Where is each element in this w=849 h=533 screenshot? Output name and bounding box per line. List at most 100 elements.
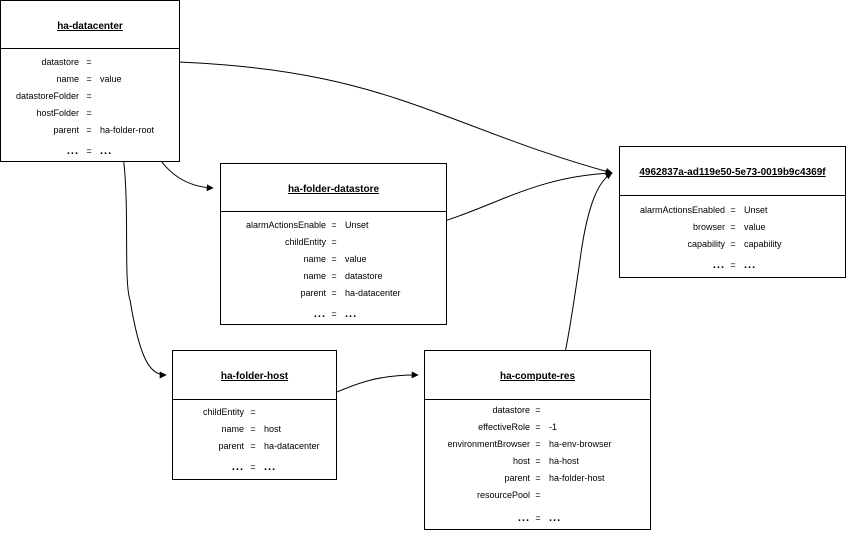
- box-title: ha-compute-res: [499, 371, 575, 382]
- box-divider: [221, 211, 446, 212]
- prop-equals: =: [730, 260, 736, 270]
- prop-equals: =: [331, 288, 337, 298]
- prop-value: ha-folder-root: [100, 125, 155, 135]
- prop-row: parent = ha-datacenter: [173, 438, 336, 454]
- prop-equals: =: [535, 422, 541, 432]
- prop-value: ha-datacenter: [264, 441, 320, 451]
- prop-key: parent: [504, 473, 530, 483]
- prop-key: ...: [66, 145, 79, 157]
- prop-key: browser: [692, 222, 725, 232]
- prop-equals: =: [250, 424, 256, 434]
- prop-value: datastore: [345, 271, 383, 281]
- prop-key: host: [512, 456, 530, 466]
- prop-key: capability: [687, 239, 725, 249]
- box-title: 4962837a-ad119e50-5e73-0019b9c4369f: [639, 167, 826, 178]
- prop-key: parent: [53, 125, 79, 135]
- prop-key: name: [56, 74, 79, 84]
- prop-equals: =: [730, 205, 736, 215]
- prop-key: name: [221, 424, 244, 434]
- box-title: ha-datacenter: [57, 21, 123, 32]
- prop-key: ...: [231, 461, 244, 473]
- prop-value: ha-folder-host: [549, 473, 605, 483]
- prop-row: effectiveRole = -1: [425, 419, 650, 435]
- prop-equals: =: [331, 220, 337, 230]
- prop-key: alarmActionsEnable: [245, 220, 326, 230]
- prop-value: ...: [549, 512, 562, 524]
- prop-equals: =: [331, 237, 337, 247]
- prop-value: value: [100, 74, 122, 84]
- prop-row: alarmActionsEnabled = Unset: [620, 202, 845, 218]
- box-ha-folder-host: ha-folder-host childEntity = name = host…: [172, 350, 337, 480]
- prop-row: datastoreFolder =: [1, 88, 179, 104]
- prop-key: datastoreFolder: [15, 91, 79, 101]
- prop-key: parent: [300, 288, 326, 298]
- box-title: ha-folder-datastore: [287, 184, 380, 195]
- prop-row: ... = ...: [173, 459, 336, 475]
- prop-row: datastore =: [1, 54, 179, 70]
- prop-row: childEntity =: [221, 234, 446, 250]
- prop-value: host: [264, 424, 282, 434]
- prop-value: ha-datacenter: [345, 288, 401, 298]
- prop-equals: =: [250, 462, 256, 472]
- prop-value: -1: [549, 422, 558, 432]
- prop-equals: =: [535, 439, 541, 449]
- prop-key: hostFolder: [36, 108, 79, 118]
- prop-equals: =: [331, 254, 337, 264]
- prop-key: environmentBrowser: [447, 439, 530, 449]
- box-divider: [173, 399, 336, 400]
- prop-equals: =: [535, 473, 541, 483]
- prop-value: value: [744, 222, 766, 232]
- prop-row: host = ha-host: [425, 453, 650, 469]
- prop-row: browser = value: [620, 219, 845, 235]
- prop-equals: =: [86, 146, 92, 156]
- prop-key: childEntity: [202, 407, 244, 417]
- prop-equals: =: [86, 91, 92, 101]
- box-title: ha-folder-host: [220, 371, 289, 382]
- prop-equals: =: [730, 239, 736, 249]
- prop-equals: =: [86, 125, 92, 135]
- prop-equals: =: [250, 407, 256, 417]
- box-ha-compute-res: ha-compute-res datastore = effectiveRole…: [424, 350, 651, 530]
- box-datastore-object: 4962837a-ad119e50-5e73-0019b9c4369f alar…: [619, 146, 846, 278]
- box-ha-datacenter: ha-datacenter datastore = name = value d…: [0, 0, 180, 162]
- prop-key: childEntity: [284, 237, 326, 247]
- prop-key: parent: [218, 441, 244, 451]
- prop-value: ...: [100, 145, 113, 157]
- prop-key: alarmActionsEnabled: [639, 205, 725, 215]
- prop-value: Unset: [345, 220, 369, 230]
- prop-row: name = datastore: [221, 268, 446, 284]
- prop-row: parent = ha-datacenter: [221, 285, 446, 301]
- prop-equals: =: [535, 456, 541, 466]
- prop-value: ...: [744, 259, 757, 271]
- prop-row: ... = ...: [1, 143, 179, 159]
- prop-row: name = value: [221, 251, 446, 267]
- prop-row: ... = ...: [425, 510, 650, 526]
- prop-row: parent = ha-folder-host: [425, 470, 650, 486]
- prop-equals: =: [331, 271, 337, 281]
- prop-key: datastore: [492, 405, 530, 415]
- prop-equals: =: [535, 490, 541, 500]
- prop-row: name = host: [173, 421, 336, 437]
- prop-row: alarmActionsEnable = Unset: [221, 217, 446, 233]
- prop-key: datastore: [41, 57, 79, 67]
- prop-key: effectiveRole: [478, 422, 530, 432]
- prop-row: datastore =: [425, 402, 650, 418]
- prop-key: ...: [712, 259, 725, 271]
- prop-key: ...: [313, 308, 326, 320]
- prop-value: value: [345, 254, 367, 264]
- prop-row: ... = ...: [620, 257, 845, 273]
- prop-value: ha-host: [549, 456, 580, 466]
- prop-row: capability = capability: [620, 236, 845, 252]
- prop-value: ha-env-browser: [549, 439, 612, 449]
- prop-row: ... = ...: [221, 306, 446, 322]
- prop-key: resourcePool: [476, 490, 530, 500]
- box-divider: [1, 48, 179, 49]
- prop-value: Unset: [744, 205, 768, 215]
- prop-equals: =: [86, 74, 92, 84]
- prop-equals: =: [331, 309, 337, 319]
- prop-row: parent = ha-folder-root: [1, 122, 179, 138]
- prop-key: ...: [517, 512, 530, 524]
- prop-equals: =: [535, 405, 541, 415]
- prop-row: name = value: [1, 71, 179, 87]
